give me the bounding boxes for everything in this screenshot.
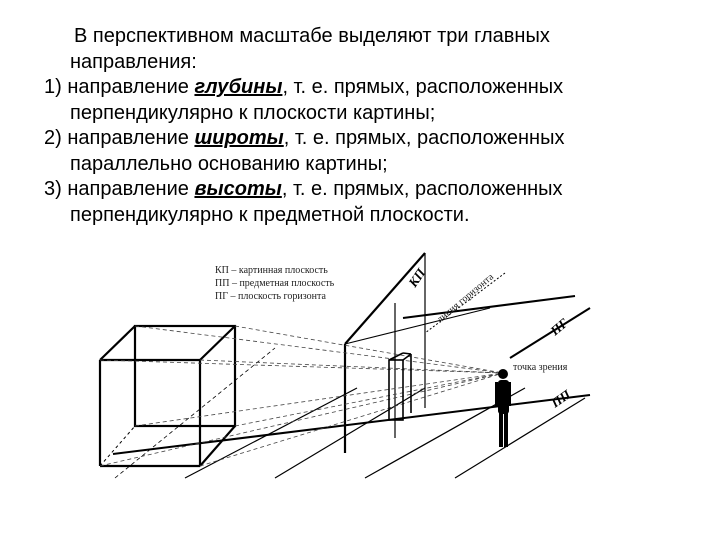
item-1: 1) направление глубины, т. е. прямых, ра…	[44, 75, 694, 101]
item-1-prefix: 1) направление	[44, 76, 195, 98]
perspective-figure: КП – картинная плоскость ПП – предметная…	[98, 252, 591, 479]
wireframe-box	[98, 324, 237, 468]
item-3-term: высоты	[194, 178, 282, 200]
horizon-plane	[402, 272, 591, 359]
label-tochka-zreniya: точка зрения	[513, 362, 568, 373]
picture-plane	[343, 252, 491, 453]
legend-line-pp: ПП – предметная плоскость	[215, 278, 335, 289]
item-3: 3) направление высоты, т. е. прямых, рас…	[44, 177, 694, 203]
visual-rays	[99, 325, 504, 467]
intro-line-1: В перспективном масштабе выделяют три гл…	[74, 25, 550, 47]
viewer-figure	[495, 369, 511, 447]
item-2-term: широты	[194, 127, 284, 149]
item-2-suffix: , т. е. прямых, расположенных	[283, 127, 565, 149]
label-liniya-gorizonta: линия горизонта	[435, 271, 497, 325]
legend-line-pg: ПГ – плоскость горизонта	[215, 291, 326, 302]
item-3-suffix: , т. е. прямых, расположенных	[281, 178, 563, 200]
item-1-term: глубины	[194, 76, 283, 98]
label-pg: ПГ	[547, 315, 571, 339]
item-3-cont: перпендикулярно к предметной плоскости.	[70, 203, 470, 226]
intro-line-2: направления:	[70, 50, 197, 73]
item-2-cont: параллельно основанию картины;	[70, 152, 388, 175]
legend-line-kp: КП – картинная плоскость	[215, 265, 328, 276]
item-1-cont: перпендикулярно к плоскости картины;	[70, 101, 436, 124]
item-2-prefix: 2) направление	[44, 127, 195, 149]
item-2: 2) направление широты, т. е. прямых, рас…	[44, 126, 694, 152]
text-block: В перспективном масштабе выделяют три гл…	[44, 24, 694, 228]
projected-image	[388, 352, 412, 421]
item-3-prefix: 3) направление	[44, 178, 195, 200]
item-1-suffix: , т. е. прямых, расположенных	[282, 76, 564, 98]
